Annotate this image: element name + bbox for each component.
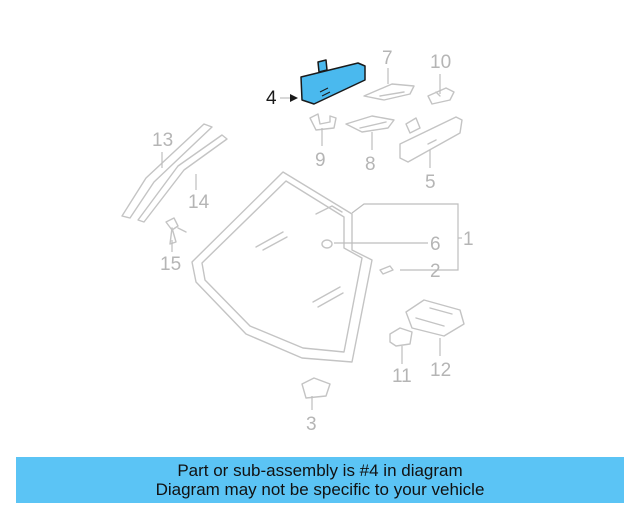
parts-diagram: 1 2 3 4 5 6 7 8 9 10 11 12 13 14 15 xyxy=(121,48,474,435)
callout-15: 15 xyxy=(160,254,181,275)
callout-2: 2 xyxy=(430,261,441,282)
arrow-4-icon xyxy=(290,94,298,102)
callout-13: 13 xyxy=(152,130,173,151)
callout-14: 14 xyxy=(188,192,210,213)
callout-4: 4 xyxy=(266,88,277,109)
callout-1: 1 xyxy=(463,229,474,250)
callout-10: 10 xyxy=(430,52,451,73)
callout-9: 9 xyxy=(315,150,326,171)
console-12 xyxy=(405,299,465,337)
moulding-strip-14 xyxy=(137,134,228,223)
sensor-pad xyxy=(379,265,394,275)
cover-7 xyxy=(363,83,415,101)
interior-mirror-highlighted xyxy=(300,59,366,105)
callout-6: 6 xyxy=(430,234,441,255)
callout-12: 12 xyxy=(430,360,451,381)
banner-line-disclaimer: Diagram may not be specific to your vehi… xyxy=(155,480,485,499)
info-banner: Part or sub-assembly is #4 in diagram Di… xyxy=(16,457,624,503)
callout-7: 7 xyxy=(382,48,393,69)
mirror-body xyxy=(300,62,366,105)
mirror-5 xyxy=(399,116,463,163)
callout-8: 8 xyxy=(365,154,376,175)
leader-lines xyxy=(161,68,462,410)
windshield-glass xyxy=(191,171,373,363)
banner-line-part-number: Part or sub-assembly is #4 in diagram xyxy=(177,461,463,480)
callout-5: 5 xyxy=(425,172,436,193)
clip-15 xyxy=(165,217,187,245)
mirror-mount-button xyxy=(321,239,333,249)
callout-3: 3 xyxy=(306,414,317,435)
bracket-9 xyxy=(309,113,337,131)
module-3 xyxy=(301,377,331,399)
cover-8 xyxy=(345,115,395,133)
callout-11: 11 xyxy=(392,366,412,387)
module-11 xyxy=(389,327,413,347)
moulding-strip-13 xyxy=(121,123,213,219)
sensor-10 xyxy=(427,87,455,105)
